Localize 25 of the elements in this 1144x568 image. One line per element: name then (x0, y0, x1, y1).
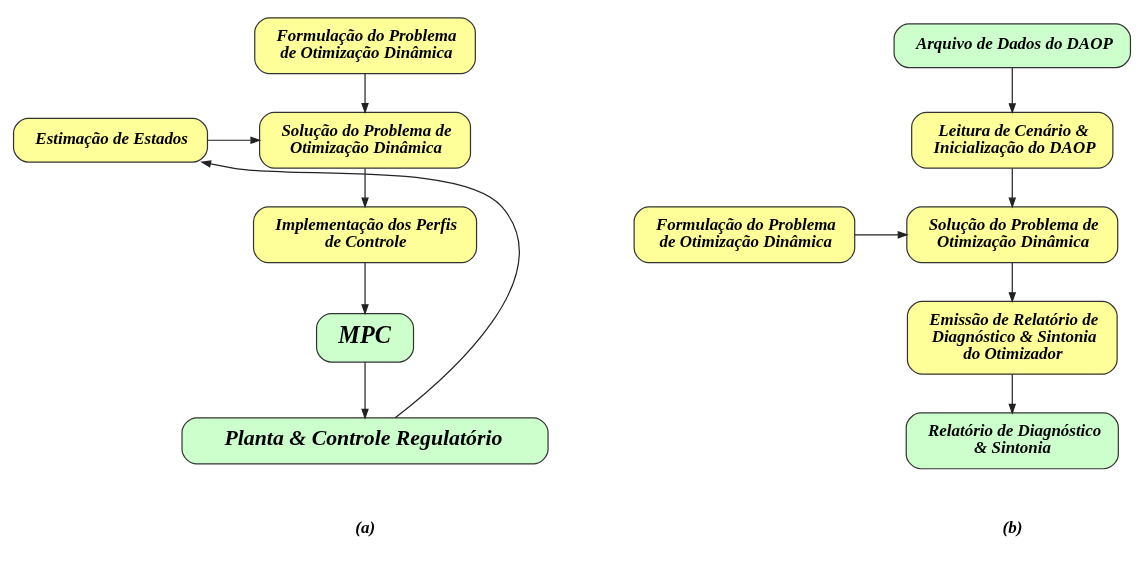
node-box: Solução do Problema de Otimização Dinâmica (259, 111, 472, 169)
arrow (361, 261, 369, 315)
node-box: Planta & Controle Regulatório (181, 416, 549, 464)
node-box: Leitura de Cenário & Inicialização do DAOP (911, 111, 1114, 169)
node-box: Emissão de Relatório de Diagnóstico & Sintonia do Otimizador (906, 300, 1118, 375)
node-box: Formulação do Problema de Otimização Dinâmica (254, 16, 476, 74)
label: (b) (1002, 517, 1023, 537)
arrow (207, 135, 262, 144)
label: (a) (355, 517, 376, 537)
node-box: Estimação de Estados (12, 117, 209, 163)
arrow (1008, 261, 1017, 303)
node-box: Formulação do Problema de Otimização Dinâmica (633, 205, 856, 263)
arrow (854, 230, 909, 239)
node-box: Arquivo de Dados do DAOP (893, 22, 1132, 68)
arrow (1008, 167, 1017, 208)
node-box: MPC (315, 312, 415, 363)
arrow (361, 361, 369, 420)
arrow (1008, 373, 1017, 415)
arrow (361, 72, 369, 114)
arrow (200, 159, 520, 418)
node-box: Implementação dos Perfis de Controle (252, 205, 478, 263)
node-box: Relatório de Diagnóstico & Sintonia (905, 411, 1119, 469)
arrow (1008, 66, 1017, 114)
arrow (361, 167, 369, 208)
node-box: Solução do Problema de Otimização Dinâmica (906, 205, 1119, 263)
